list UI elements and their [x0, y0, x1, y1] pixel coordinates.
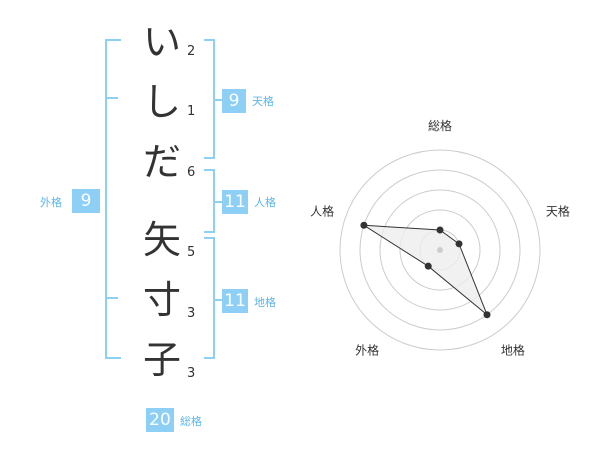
radar-ring-4	[359, 169, 521, 331]
name-char-5: 寸	[142, 278, 181, 322]
stroke-count-5: 3	[187, 306, 196, 321]
radar-ring-2	[399, 209, 481, 291]
stroke-count-4: 5	[187, 245, 196, 260]
stroke-count-3: 6	[187, 165, 196, 180]
radar-point-5	[360, 221, 368, 229]
radar-center	[437, 247, 443, 253]
radar-point-3	[483, 311, 491, 319]
stroke-count-2: 1	[187, 104, 196, 119]
radar-label-1: 総格	[428, 118, 452, 133]
jinkaku-label: 人格	[254, 196, 276, 209]
name-char-6: 子	[142, 338, 181, 382]
tenkaku-badge: 9	[222, 89, 246, 113]
radar-label-3: 地格	[501, 342, 525, 357]
radar-point-4	[424, 262, 432, 270]
stroke-count-6: 3	[187, 366, 196, 381]
stroke-count-1: 2	[187, 44, 196, 59]
radar-ring-5	[339, 149, 541, 351]
chikaku-bracket	[204, 237, 215, 359]
radar-label-2: 天格	[546, 204, 570, 219]
chikaku-badge: 11	[222, 289, 248, 313]
radar-area	[363, 224, 488, 316]
gaikaku-badge: 9	[72, 189, 100, 213]
jinkaku-badge: 11	[222, 190, 248, 214]
radar-ring-3	[379, 189, 501, 311]
chikaku-label: 地格	[254, 296, 276, 309]
radar-label-5: 人格	[310, 204, 334, 219]
radar-point-1	[436, 226, 444, 234]
name-char-1: い	[142, 20, 181, 64]
radar-point-2	[455, 240, 463, 248]
name-char-4: 矢	[142, 218, 181, 262]
soukaku-badge: 20	[146, 408, 174, 432]
name-char-2: し	[142, 80, 181, 124]
tenkaku-label: 天格	[252, 95, 274, 108]
radar-label-4: 外格	[355, 342, 379, 357]
soukaku-label: 総格	[180, 415, 202, 428]
name-char-3: だ	[142, 140, 181, 184]
gaikaku-label: 外格	[40, 196, 62, 209]
gaikaku-bracket	[105, 39, 121, 359]
